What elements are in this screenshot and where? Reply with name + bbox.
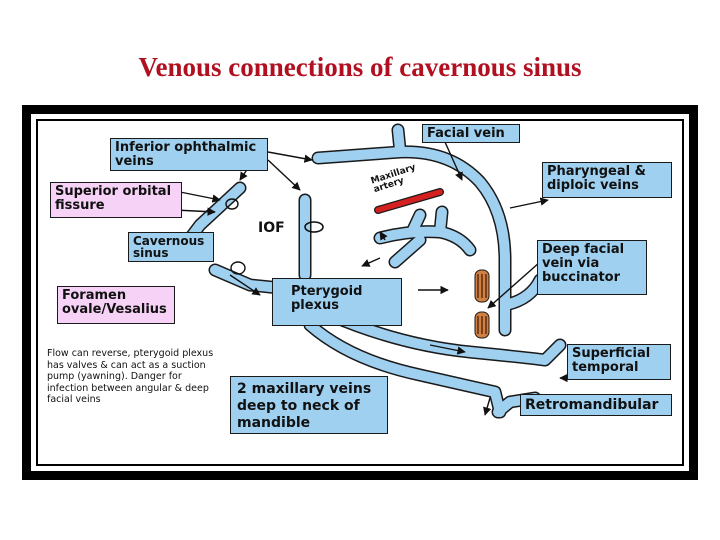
facial-vein-label: Facial vein [422,124,520,143]
veins [178,123,567,419]
iof-ring [304,221,324,233]
iof-label: IOF [258,220,285,236]
pterygoid-plexus-label: Pterygoid plexus [272,278,402,326]
superficial-temporal-label: Superficial temporal [567,344,671,380]
page-title: Venous connections of cavernous sinus [138,52,582,82]
deep-facial-vein-label: Deep facial vein via buccinator [537,240,647,295]
maxillary-veins-label: 2 maxillary veins deep to neck of mandib… [230,376,388,434]
foramen-ovale-label: Foramen ovale/Vesalius [57,286,175,324]
inferior-ophthalmic-label: Inferior ophthalmic veins [110,138,268,171]
clinical-note: Flow can reverse, pterygoid plexus has v… [47,348,214,405]
pharyngeal-diploic-label: Pharyngeal & diploic veins [542,162,672,198]
cavernous-sinus-label: Cavernous sinus [128,232,214,262]
retromandibular-label: Retromandibular [520,394,672,416]
diagram-inner-border [36,119,684,466]
maxillary-artery-vessel [374,188,444,214]
buccinator-muscle [474,269,490,339]
superior-orbital-fissure-label: Superior orbital fissure [50,182,182,218]
